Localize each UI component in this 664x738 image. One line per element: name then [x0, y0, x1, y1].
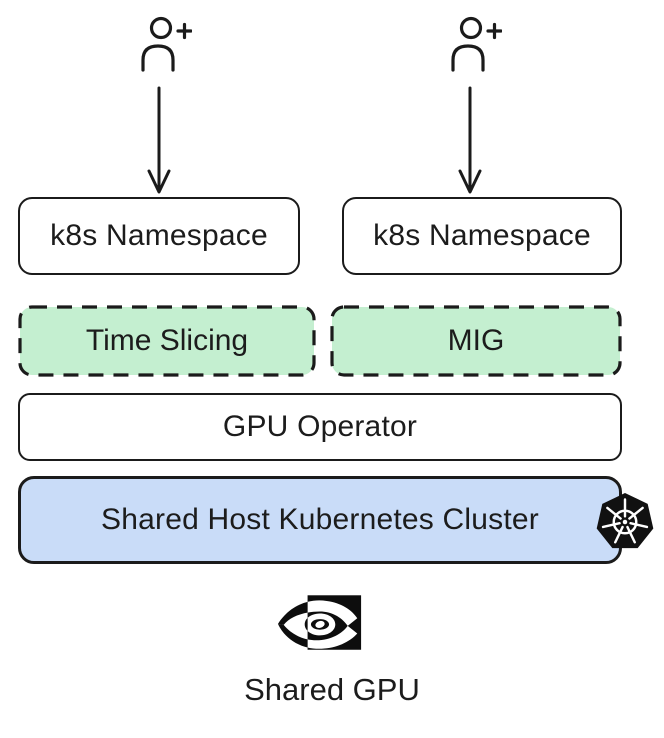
dashed-border — [18, 305, 316, 377]
gpu-operator-label: GPU Operator — [222, 410, 418, 443]
mig-label: MIG — [447, 324, 505, 357]
arrow-down-icon — [147, 86, 171, 194]
namespace-label: k8s Namespace — [50, 219, 268, 252]
namespace-label: k8s Namespace — [373, 219, 591, 252]
arrow-down-icon — [458, 86, 482, 194]
nvidia-icon — [277, 595, 362, 650]
kubernetes-icon — [596, 492, 654, 549]
time-slicing-box: Time Slicing — [18, 305, 316, 377]
user-plus-icon — [141, 16, 192, 72]
shared-gpu-label: Shared GPU — [244, 672, 420, 707]
mig-box: MIG — [330, 305, 622, 377]
dashed-border — [330, 305, 622, 377]
cluster-label: Shared Host Kubernetes Cluster — [101, 503, 539, 536]
user-plus-icon — [451, 16, 502, 72]
gpu-operator-box: GPU Operator — [18, 393, 622, 461]
namespace-box-left: k8s Namespace — [18, 197, 300, 275]
cluster-box: Shared Host Kubernetes Cluster — [18, 476, 622, 564]
namespace-box-right: k8s Namespace — [342, 197, 622, 275]
time-slicing-label: Time Slicing — [85, 324, 249, 357]
